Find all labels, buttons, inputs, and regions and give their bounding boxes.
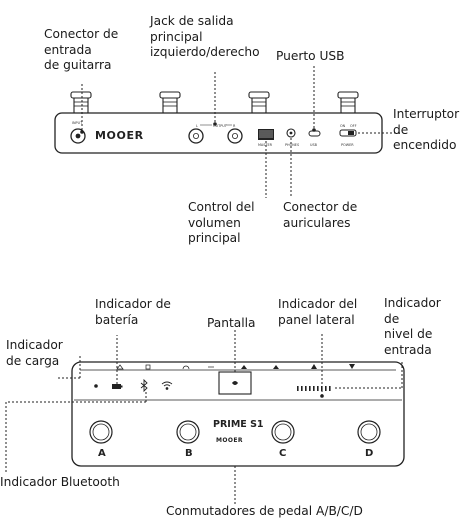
pedal-letter-d: D xyxy=(365,448,373,459)
label-input-level: Indicador de nivel de entrada xyxy=(384,296,441,358)
top-knob xyxy=(248,91,270,115)
off-text: OFF xyxy=(350,124,357,128)
label-line: encendido xyxy=(393,138,457,152)
label-master-volume: Control del volumen principal xyxy=(188,200,255,247)
label-line: Jack de salida xyxy=(150,14,234,28)
label-line: Conector de xyxy=(283,200,358,214)
master-volume-wheel xyxy=(258,129,274,140)
usb-text: USB xyxy=(310,143,318,147)
rear-brand-logo: MOOER xyxy=(95,129,144,142)
battery-icon xyxy=(112,384,123,389)
bottom-leader-lines xyxy=(5,330,403,505)
output-right-text: R xyxy=(233,124,236,128)
output-left-text: L xyxy=(196,124,198,128)
label-line: Puerto USB xyxy=(276,49,345,63)
label-line: Control del xyxy=(188,200,255,214)
label-line: volumen xyxy=(188,215,241,230)
label-bluetooth: Indicador Bluetooth xyxy=(0,475,120,491)
label-line: Interruptor xyxy=(393,107,460,121)
label-charge: Indicador de carga xyxy=(6,338,63,369)
top-edge-icons xyxy=(116,364,355,370)
front-view: PRIME S1 MOOER A B C D xyxy=(5,330,405,505)
label-line: Indicador de xyxy=(95,297,171,311)
label-footswitches: Conmutadores de pedal A/B/C/D xyxy=(166,504,363,520)
label-line: de xyxy=(384,311,400,326)
top-knob xyxy=(159,91,181,115)
on-text: ON xyxy=(340,124,346,128)
label-line: Conmutadores de pedal A/B/C/D xyxy=(166,504,363,518)
label-line: entrada xyxy=(44,42,92,57)
footswitch-d xyxy=(357,420,381,444)
label-line: Indicador xyxy=(6,338,63,352)
rear-panel-view: INPUT MOOER L OUTPUT R MASTER PHONES USB… xyxy=(54,66,402,198)
label-side-panel: Indicador del panel lateral xyxy=(278,297,357,328)
power-text: POWER xyxy=(341,143,354,147)
top-knob xyxy=(337,91,359,115)
phones-text: PHONES xyxy=(285,143,299,147)
label-line: auriculares xyxy=(283,215,351,230)
usb-port xyxy=(308,130,321,137)
pedal-letter-c: C xyxy=(279,448,286,459)
front-brand-logo: MOOER xyxy=(216,437,243,444)
footswitch-a xyxy=(89,420,113,444)
label-line: entrada xyxy=(384,342,432,357)
footswitch-b xyxy=(176,420,200,444)
label-line: de xyxy=(393,122,409,137)
label-line: Indicador xyxy=(384,296,441,310)
label-line: Indicador Bluetooth xyxy=(0,475,120,489)
label-line: principal xyxy=(150,29,203,44)
pedal-letter-a: A xyxy=(98,448,106,459)
bluetooth-icon xyxy=(140,378,148,393)
input-jack-text: INPUT xyxy=(72,121,83,125)
label-guitar-input: Conector de entrada de guitarra xyxy=(44,27,118,74)
label-line: panel lateral xyxy=(278,312,355,327)
output-text: OUTPUT xyxy=(213,124,228,128)
label-usb-port: Puerto USB xyxy=(276,49,345,65)
top-knob xyxy=(70,91,92,115)
input-level-meter xyxy=(297,386,331,391)
label-line: Conector de xyxy=(44,27,119,41)
label-main-output: Jack de salida principal izquierdo/derec… xyxy=(150,14,260,61)
model-name: PRIME S1 xyxy=(213,419,264,430)
wifi-icon xyxy=(161,381,173,390)
label-line: de carga xyxy=(6,353,60,368)
label-power-switch: Interruptor de encendido xyxy=(393,107,459,154)
label-line: nivel de xyxy=(384,327,433,341)
label-line: principal xyxy=(188,231,241,245)
label-line: Pantalla xyxy=(207,316,256,330)
footswitch-c xyxy=(271,420,295,444)
label-line: Indicador del xyxy=(278,297,358,311)
label-line: de guitarra xyxy=(44,58,112,72)
label-screen: Pantalla xyxy=(207,316,255,332)
pedal-letter-b: B xyxy=(185,448,193,459)
master-text: MASTER xyxy=(258,143,273,147)
label-line: izquierdo/derecho xyxy=(150,45,260,59)
label-battery: Indicador de batería xyxy=(95,297,171,328)
top-leader-lines xyxy=(81,66,402,198)
label-headphones: Conector de auriculares xyxy=(283,200,357,231)
label-line: batería xyxy=(95,312,139,327)
